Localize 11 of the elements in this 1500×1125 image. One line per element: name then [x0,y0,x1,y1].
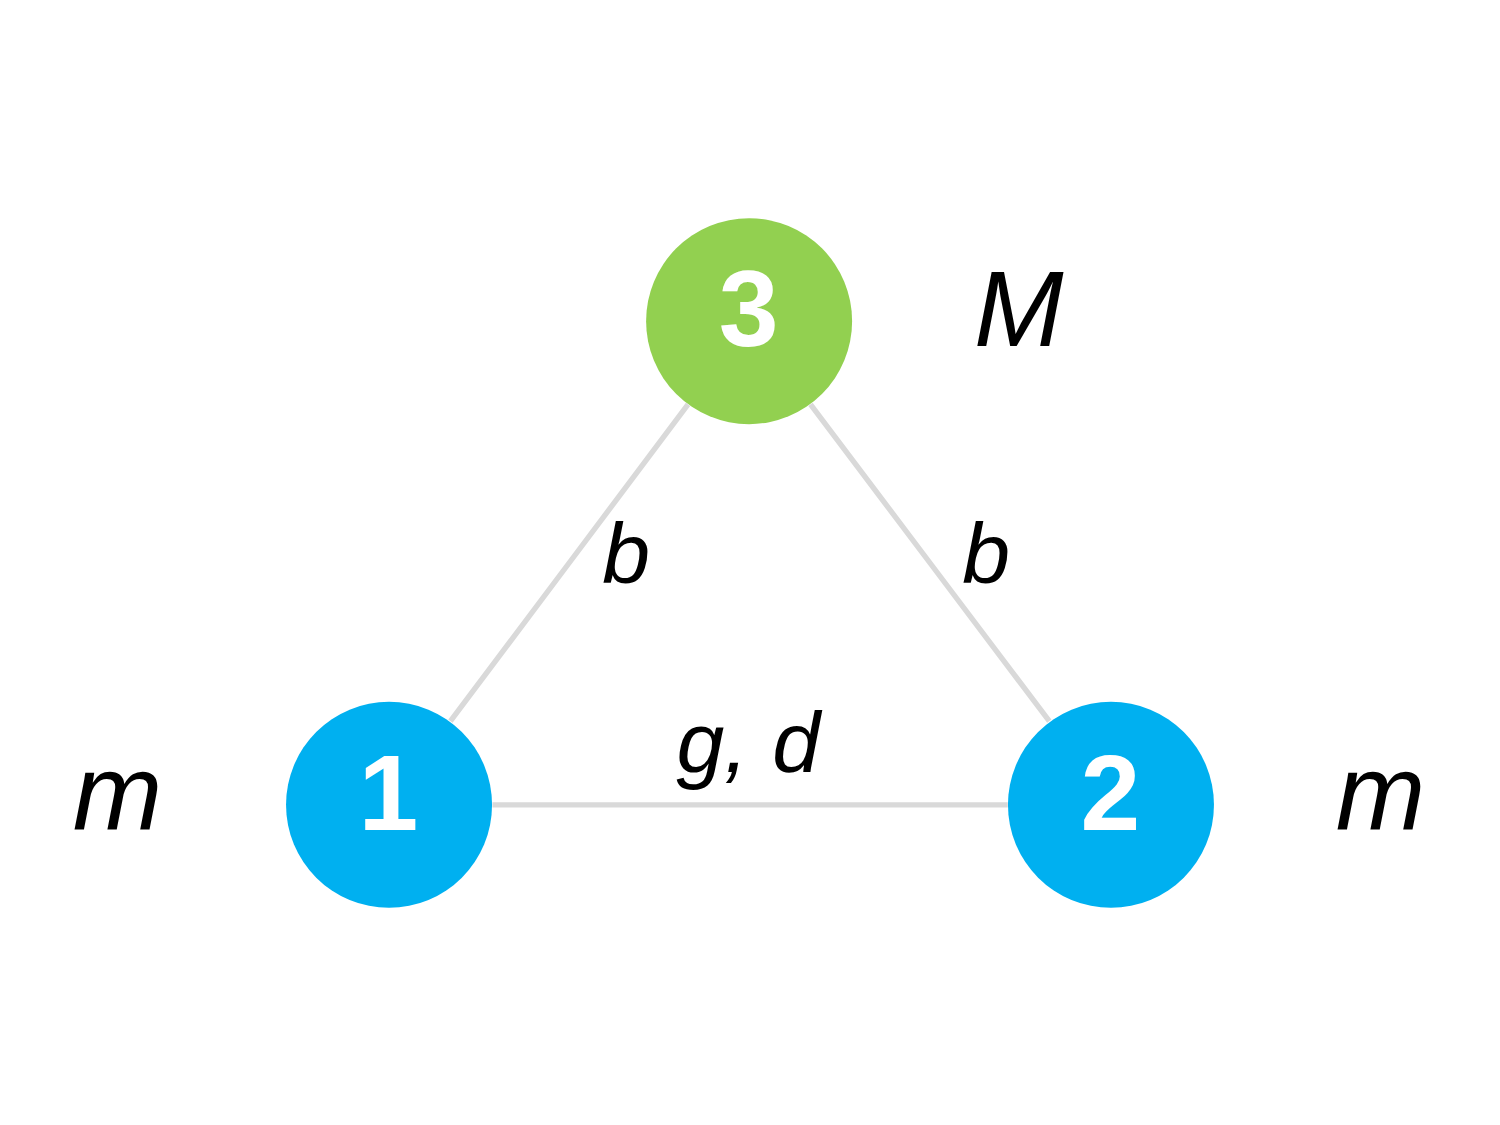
node-circle: 3 [646,217,853,424]
edge-label: b [602,504,651,601]
node-label: m [72,732,163,853]
node-circle: 2 [1007,701,1214,908]
connector [492,801,1008,807]
node-label: m [1335,732,1426,853]
connector [808,402,1052,723]
node-label: M [973,248,1064,369]
edge-label: b [962,504,1011,601]
connector [448,402,691,723]
node-circle: 1 [286,701,493,908]
